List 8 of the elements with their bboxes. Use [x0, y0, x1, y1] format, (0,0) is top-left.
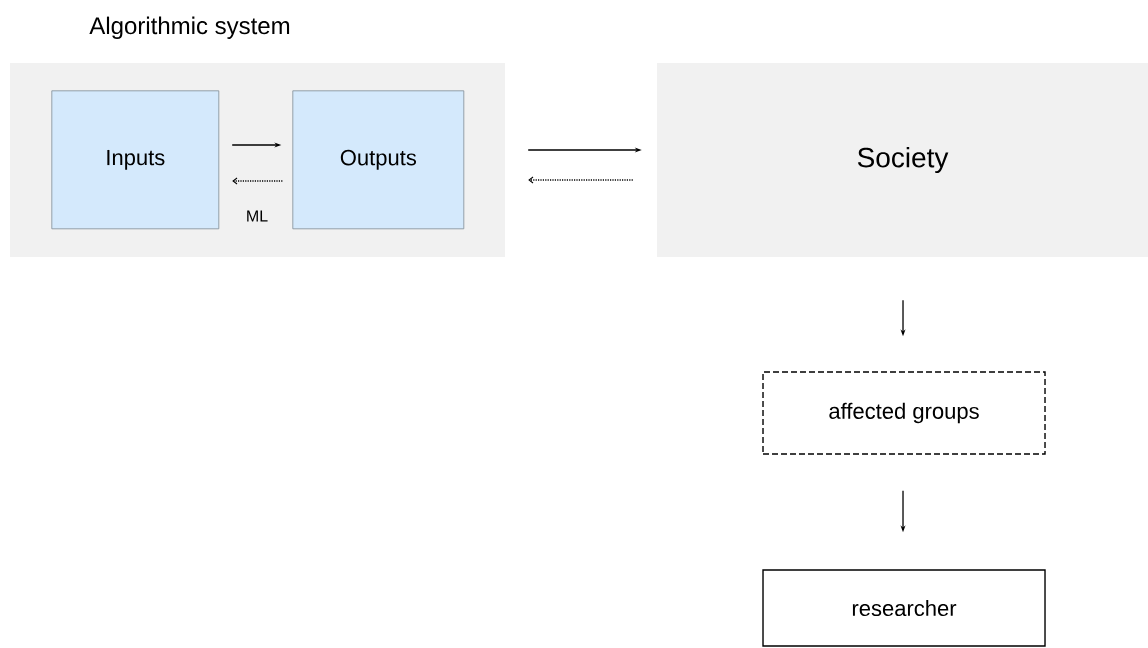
process-box: Outputs: [292, 90, 465, 230]
dashed-box: affected groups: [762, 371, 1046, 455]
arrow: [528, 176, 634, 184]
panel-heading: Algorithmic system: [89, 16, 290, 39]
arrow: [232, 177, 284, 185]
process-box: Inputs: [51, 90, 220, 230]
process-box: researcher: [762, 569, 1046, 647]
group-panel: Society: [657, 63, 1148, 257]
